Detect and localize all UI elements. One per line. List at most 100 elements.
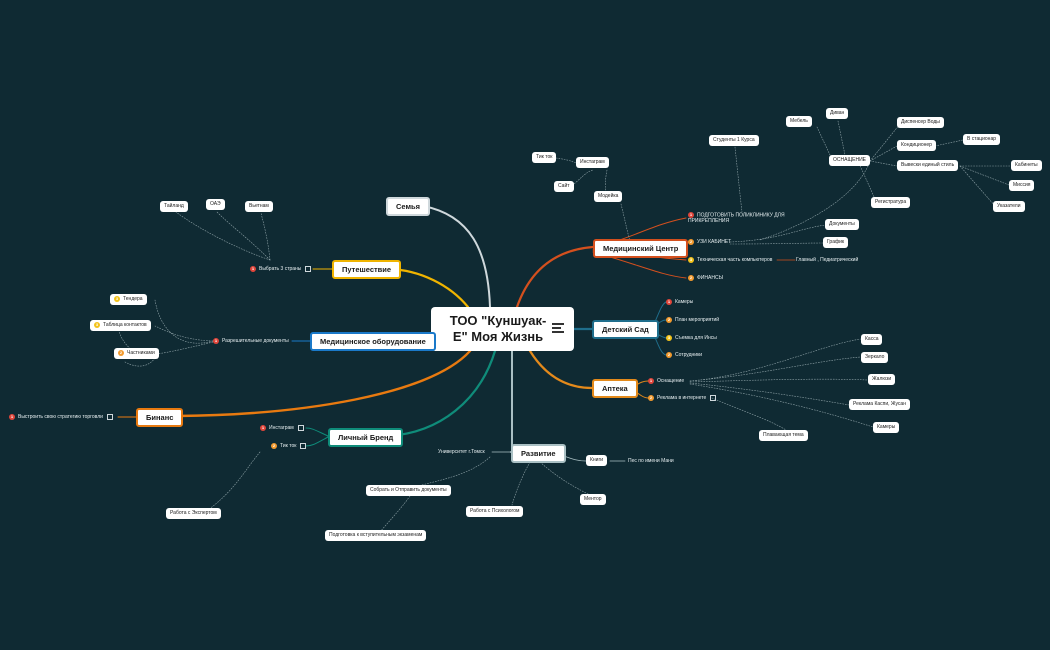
priority-3-icon: 3 — [666, 334, 672, 341]
node-blinds[interactable]: Жалюзи — [868, 374, 896, 385]
node-cameras-kg-label: Камеры — [675, 299, 694, 305]
central-topic[interactable]: ТОО "Куншуак-Е" Моя Жизнь — [431, 307, 574, 351]
node-psychologist[interactable]: Работа с Психологом — [466, 506, 524, 517]
branch-pharmacy[interactable]: Аптека — [592, 379, 638, 398]
priority-1-icon: 1 — [250, 265, 256, 272]
node-sofa[interactable]: Диван — [826, 108, 849, 119]
node-furniture[interactable]: Мебель — [786, 116, 812, 127]
node-thailand[interactable]: Тайланд — [160, 201, 188, 212]
branch-medical-center[interactable]: Медицинский Центр — [593, 239, 689, 258]
external-link-icon[interactable] — [106, 413, 113, 420]
branch-line-medical-center — [515, 245, 595, 309]
priority-1-icon: 1 — [666, 298, 672, 305]
node-instagram-pb-label: Инстаграм — [269, 425, 294, 431]
node-kaspi-ads[interactable]: Реклама Каспи, Жусан — [849, 399, 910, 410]
node-filming-label: Съемка для Инсы — [675, 335, 717, 341]
node-prepare-clinic-label: ПОДГОТОВИТЬ ПОЛИКЛИНИКУ ДЛЯ ПРИКРЕПЛЕНИЯ — [688, 212, 785, 225]
branch-development[interactable]: Развитие — [511, 444, 566, 463]
priority-2-icon: 2 — [688, 238, 694, 245]
node-tiktok-pb-label: Тик ток — [280, 443, 297, 449]
priority-1-icon: 1 — [260, 424, 266, 431]
node-ads-internet-label: Реклама в интернете — [657, 395, 707, 401]
node-steel-signs[interactable]: Вывески единый стиль — [897, 160, 959, 171]
external-link-icon[interactable] — [300, 442, 307, 449]
node-book-name[interactable]: Пес по имени Мани — [628, 458, 674, 464]
node-finance-label: ФИНАНСЫ — [697, 275, 723, 281]
node-university[interactable]: Университет г.Томск — [438, 449, 485, 455]
node-registry[interactable]: Регистратура — [871, 197, 911, 208]
node-tiktok-med[interactable]: Тик ток — [532, 152, 557, 163]
node-model[interactable]: Модейка — [594, 191, 623, 202]
node-students[interactable]: Студенты 1 Курса — [709, 135, 759, 146]
external-link-icon[interactable] — [710, 394, 717, 401]
priority-1-icon: 1 — [648, 377, 654, 384]
node-running-line[interactable]: Плавающая тема — [759, 430, 808, 441]
node-equipment[interactable]: ОСНАЩЕНИЕ — [829, 155, 871, 166]
priority-3-icon: 3 — [94, 321, 100, 328]
node-private-label: Частниками — [127, 350, 155, 356]
branch-kindergarten[interactable]: Детский Сад — [592, 320, 659, 339]
node-collect-docs[interactable]: Собрать и Отправить документы — [366, 485, 451, 496]
node-cashbox[interactable]: Касса — [861, 334, 883, 345]
node-prep-exams[interactable]: Подготовка к вступительным экзаменам — [325, 530, 427, 541]
priority-2-icon: 2 — [666, 351, 672, 358]
branch-family[interactable]: Семья — [386, 197, 431, 216]
priority-3-icon: 3 — [688, 256, 694, 263]
branch-medical-equipment[interactable]: Медицинское оборудование — [310, 332, 436, 351]
node-mission[interactable]: Миссия — [1009, 180, 1035, 191]
node-mirror[interactable]: Зеркало — [861, 352, 889, 363]
node-cameras-ph[interactable]: Камеры — [873, 422, 900, 433]
priority-1-icon: 1 — [9, 413, 15, 420]
node-instagram-med[interactable]: Инстаграм — [576, 157, 609, 168]
branch-binance[interactable]: Бинанс — [136, 408, 184, 427]
external-link-icon[interactable] — [297, 424, 304, 431]
branch-line-personal-brand — [386, 349, 497, 438]
node-vietnam[interactable]: Вьетнам — [245, 201, 273, 212]
node-offices[interactable]: Кабинеты — [1011, 160, 1042, 171]
branch-travel[interactable]: Путешествие — [332, 260, 402, 279]
node-schedule[interactable]: График — [823, 237, 849, 248]
node-conditioner[interactable]: Кондиционер — [897, 140, 936, 151]
node-expert[interactable]: Работа с Экспертом — [166, 508, 221, 519]
node-to-hospital[interactable]: В стационар — [963, 134, 1000, 145]
node-main-pediatric[interactable]: Главный , Педиатрический — [796, 257, 859, 263]
branch-line-family — [422, 205, 491, 308]
external-link-icon[interactable] — [305, 265, 312, 272]
priority-1-icon: 1 — [213, 337, 219, 344]
branch-line-development — [510, 350, 513, 453]
node-documents[interactable]: Документы — [825, 219, 859, 230]
node-books[interactable]: Книги — [586, 455, 608, 466]
priority-2-icon: 2 — [648, 394, 654, 401]
node-site[interactable]: Сайт — [554, 181, 574, 192]
node-uae[interactable]: ОАЭ — [206, 199, 225, 210]
node-mentor[interactable]: Ментор — [580, 494, 606, 505]
branch-line-pharmacy — [528, 349, 594, 390]
node-equip-ph-label: Оснащение — [657, 378, 685, 384]
branch-personal-brand[interactable]: Личный Бренд — [328, 428, 404, 447]
node-pointers[interactable]: Указатели — [993, 201, 1025, 212]
menu-icon[interactable] — [552, 323, 564, 333]
priority-2-icon: 2 — [688, 274, 694, 281]
node-water-dispenser[interactable]: Диспенсер Воды — [897, 117, 944, 128]
priority-3-icon: 3 — [114, 295, 120, 302]
node-contacts-table-label: Таблица контактов — [103, 322, 147, 328]
priority-2-icon: 2 — [666, 316, 672, 323]
